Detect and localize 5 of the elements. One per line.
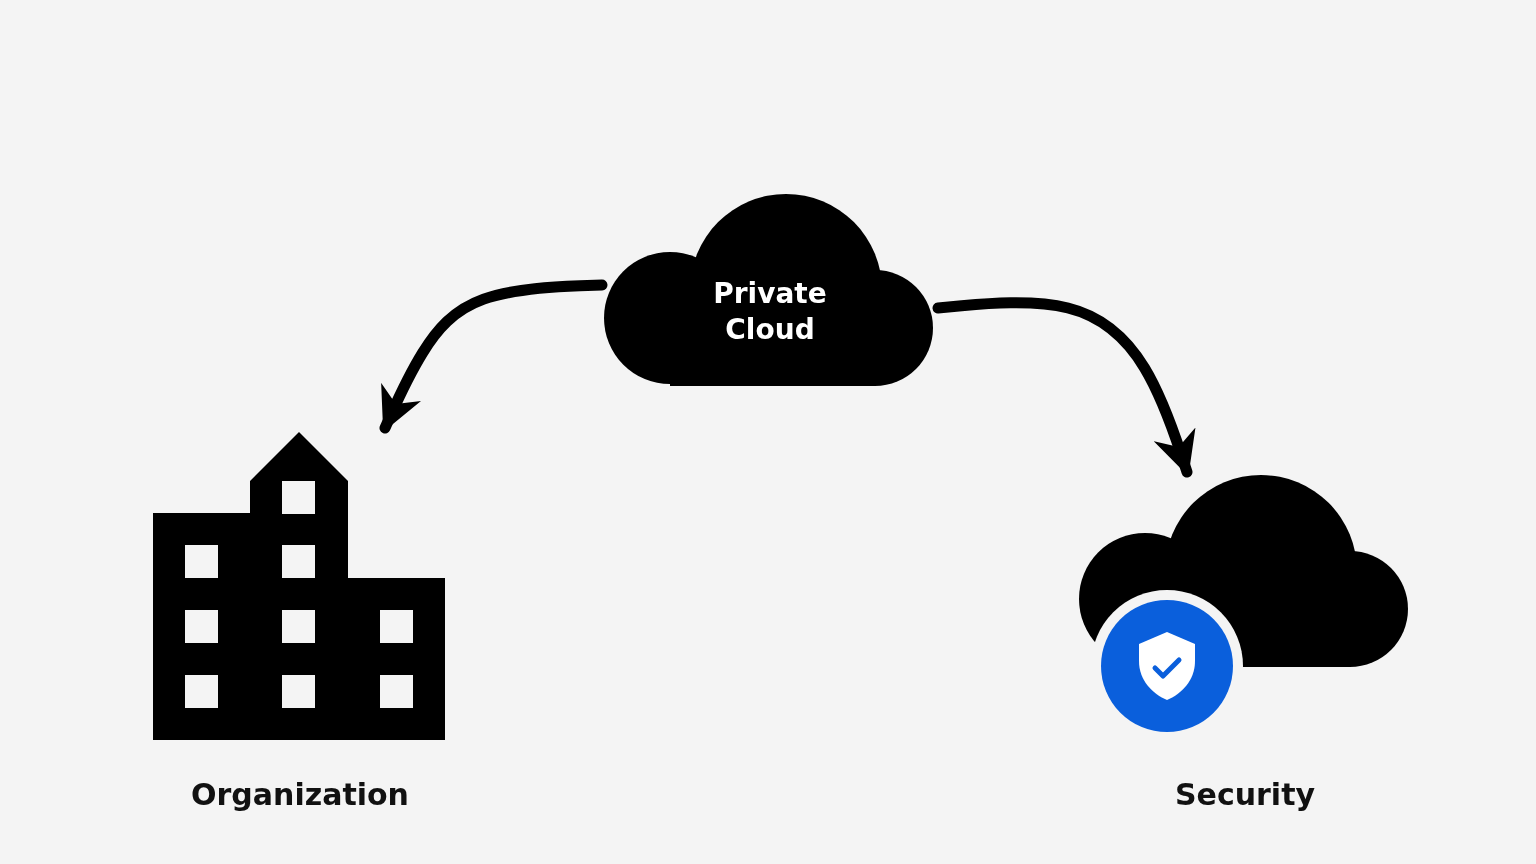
icon-caption: Security xyxy=(1173,776,1317,814)
curved-arrow xyxy=(379,279,608,434)
cloud-label: Private Cloud xyxy=(712,276,828,349)
curved-arrow xyxy=(932,297,1196,478)
icon-caption: Organization xyxy=(190,776,410,814)
